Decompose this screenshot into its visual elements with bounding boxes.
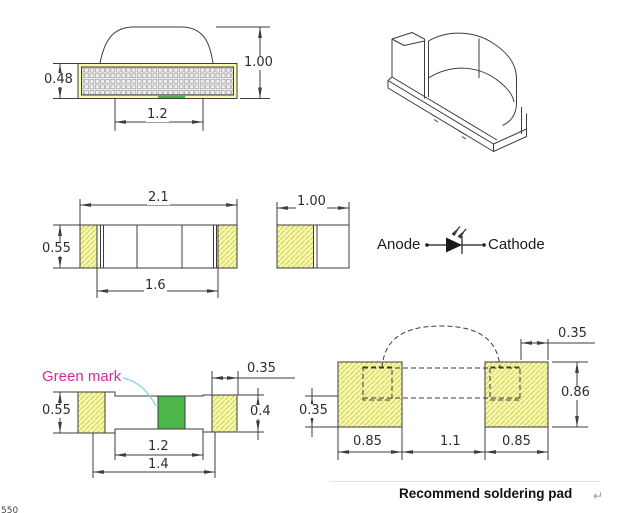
clipped-corner-text: 550 xyxy=(1,506,19,513)
left-solder-pad xyxy=(337,361,403,428)
left-terminal-pad xyxy=(77,391,106,434)
dim-solder-gap: 1.1 xyxy=(440,434,461,449)
green-mark-leader-line xyxy=(122,377,157,407)
front-body-knurl xyxy=(81,66,234,96)
dim-bottom-pad-width: 0.35 xyxy=(247,361,276,376)
green-mark xyxy=(157,395,186,430)
end-terminal-pad xyxy=(276,224,314,269)
dim-front-total-height: 1.00 xyxy=(243,55,274,71)
diode-triangle xyxy=(446,237,462,253)
polarity-symbol xyxy=(425,226,486,254)
top-view xyxy=(53,199,238,298)
lens-dashed xyxy=(381,325,501,369)
emission-arrow xyxy=(451,226,461,237)
iso-lens-boundary xyxy=(428,67,515,103)
iso-3d-view xyxy=(387,32,527,152)
end-view xyxy=(276,202,350,269)
anode-label: Anode xyxy=(377,236,421,253)
ext-lines xyxy=(53,63,78,99)
right-solder-pad xyxy=(484,361,549,428)
dim-bottom-mark-width: 1.2 xyxy=(148,439,169,454)
solder-pad-caption: Recommend soldering pad xyxy=(399,486,573,501)
terminal-edge-lines xyxy=(424,39,429,99)
top-body xyxy=(79,224,238,269)
iso-dome-edge xyxy=(428,32,517,126)
dim-solder-bottom-inset: 0.35 xyxy=(298,403,329,419)
dim-solder-pad-inset: 0.35 xyxy=(558,326,587,341)
ext-lines xyxy=(114,98,204,131)
front-view xyxy=(53,26,270,131)
dim-front-mark-width: 1.2 xyxy=(146,107,169,123)
package-dashed-outline xyxy=(362,325,521,401)
dim-front-body-height: 0.48 xyxy=(43,72,74,88)
dim-top-height: 0.55 xyxy=(41,241,72,257)
green-mark-label: Green mark xyxy=(42,368,122,385)
dim-bottom-height: 0.55 xyxy=(41,403,72,419)
green-mark-edge xyxy=(158,95,185,98)
emission-arrow xyxy=(457,228,467,239)
right-terminal-pad xyxy=(217,224,238,269)
lens-dome-outline xyxy=(99,26,214,64)
right-terminal-pad xyxy=(211,394,238,433)
dim-bottom-opening-width: 1.4 xyxy=(148,457,169,472)
dim-solder-right-pad-width: 0.85 xyxy=(502,434,531,449)
dim-solder-pad-height: 0.86 xyxy=(560,385,591,401)
dim-bottom-pad-height: 0.4 xyxy=(249,404,272,420)
dim-end-width: 1.00 xyxy=(296,194,327,210)
dim-top-width: 2.1 xyxy=(147,190,170,206)
dim-top-inner-width: 1.6 xyxy=(144,278,167,294)
inner-segment-lines xyxy=(100,225,217,268)
bottom-view xyxy=(53,371,295,478)
paragraph-return-mark: ↵ xyxy=(593,489,604,503)
dim-solder-left-pad-width: 0.85 xyxy=(353,434,382,449)
left-terminal-dashed xyxy=(362,366,393,401)
left-terminal-pad xyxy=(79,224,98,269)
scan-artifact-line xyxy=(330,481,600,482)
cathode-label: Cathode xyxy=(488,236,545,253)
solder-pad-view xyxy=(305,325,595,460)
